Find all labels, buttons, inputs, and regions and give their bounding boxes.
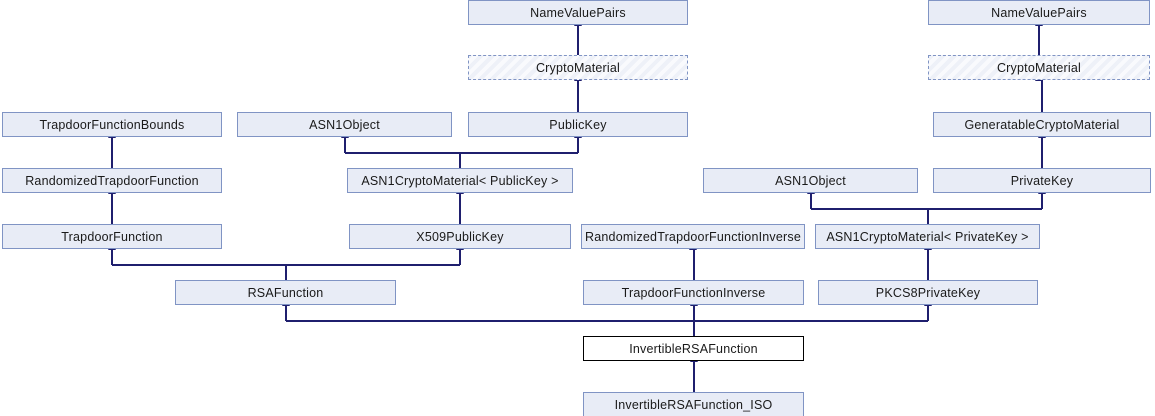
edge-line bbox=[344, 137, 346, 153]
class-node-label: NameValuePairs bbox=[991, 5, 1087, 20]
edge-line bbox=[111, 249, 113, 265]
edge-line bbox=[810, 193, 812, 209]
class-node-trapdoorfunction[interactable]: TrapdoorFunction bbox=[2, 224, 222, 249]
class-node-namevaluepairs-left[interactable]: NameValuePairs bbox=[468, 0, 688, 25]
class-node-label: X509PublicKey bbox=[416, 229, 504, 244]
edge-line bbox=[1041, 137, 1043, 168]
edge-line bbox=[285, 265, 287, 280]
class-node-asn1cryptomaterial-public[interactable]: ASN1CryptoMaterial< PublicKey > bbox=[347, 168, 573, 193]
edge-line bbox=[1041, 193, 1043, 209]
class-node-label: CryptoMaterial bbox=[996, 60, 1082, 75]
class-node-label: PublicKey bbox=[549, 117, 607, 132]
class-node-label: InvertibleRSAFunction_ISO bbox=[614, 397, 773, 412]
edge-line bbox=[285, 305, 287, 321]
class-node-trapdoorfunctionbounds[interactable]: TrapdoorFunctionBounds bbox=[2, 112, 222, 137]
class-node-randomizedtrapdoorfunction[interactable]: RandomizedTrapdoorFunction bbox=[2, 168, 222, 193]
class-node-invertiblersafunction[interactable]: InvertibleRSAFunction bbox=[583, 336, 804, 361]
class-node-label: TrapdoorFunctionBounds bbox=[39, 117, 185, 132]
class-node-label: TrapdoorFunction bbox=[61, 229, 163, 244]
class-node-label: InvertibleRSAFunction bbox=[629, 341, 758, 356]
class-node-label: ASN1CryptoMaterial< PublicKey > bbox=[361, 173, 559, 188]
edge-line bbox=[693, 305, 695, 321]
edge-line bbox=[1041, 80, 1043, 112]
class-node-label: NameValuePairs bbox=[530, 5, 626, 20]
edge-line bbox=[459, 153, 461, 168]
edge-line bbox=[693, 249, 695, 280]
class-node-x509publickey[interactable]: X509PublicKey bbox=[349, 224, 571, 249]
class-node-label: PrivateKey bbox=[1010, 173, 1074, 188]
class-node-trapdoorfunctioninverse[interactable]: TrapdoorFunctionInverse bbox=[583, 280, 804, 305]
edge-line bbox=[927, 249, 929, 280]
class-node-generatablecryptomaterial[interactable]: GeneratableCryptoMaterial bbox=[933, 112, 1151, 137]
class-node-asn1cryptomaterial-private[interactable]: ASN1CryptoMaterial< PrivateKey > bbox=[815, 224, 1040, 249]
edge-line bbox=[927, 305, 929, 321]
class-node-privatekey[interactable]: PrivateKey bbox=[933, 168, 1151, 193]
edge-line bbox=[927, 209, 929, 224]
edge-line bbox=[577, 137, 579, 153]
class-node-asn1object-left[interactable]: ASN1Object bbox=[237, 112, 452, 137]
edge-line bbox=[111, 137, 113, 168]
edge-line bbox=[459, 193, 461, 224]
class-node-publickey[interactable]: PublicKey bbox=[468, 112, 688, 137]
class-node-invertiblersafunction-iso[interactable]: InvertibleRSAFunction_ISO bbox=[583, 392, 804, 416]
class-node-label: TrapdoorFunctionInverse bbox=[621, 285, 766, 300]
edge-bus bbox=[811, 208, 1042, 210]
class-node-asn1object-right[interactable]: ASN1Object bbox=[703, 168, 918, 193]
class-node-cryptomaterial-right[interactable]: CryptoMaterial bbox=[928, 55, 1150, 80]
class-node-pkcs8privatekey[interactable]: PKCS8PrivateKey bbox=[818, 280, 1038, 305]
class-node-label: CryptoMaterial bbox=[535, 60, 621, 75]
class-node-label: PKCS8PrivateKey bbox=[875, 285, 981, 300]
class-node-rsafunction[interactable]: RSAFunction bbox=[175, 280, 396, 305]
edge-bus bbox=[345, 152, 578, 154]
class-node-label: RandomizedTrapdoorFunction bbox=[25, 173, 199, 188]
edge-line bbox=[577, 80, 579, 112]
class-node-namevaluepairs-right[interactable]: NameValuePairs bbox=[928, 0, 1150, 25]
edge-bus bbox=[286, 320, 928, 322]
edge-line bbox=[693, 321, 695, 336]
class-node-label: RandomizedTrapdoorFunctionInverse bbox=[585, 229, 801, 244]
edge-line bbox=[111, 193, 113, 224]
edge-line bbox=[577, 25, 579, 55]
class-node-label: RSAFunction bbox=[247, 285, 324, 300]
class-node-label: ASN1CryptoMaterial< PrivateKey > bbox=[826, 229, 1029, 244]
edge-line bbox=[459, 249, 461, 265]
class-node-label: GeneratableCryptoMaterial bbox=[964, 117, 1120, 132]
edge-line bbox=[1038, 25, 1040, 55]
edge-line bbox=[693, 361, 695, 392]
class-node-label: ASN1Object bbox=[309, 117, 380, 132]
class-node-randomizedtfinverse[interactable]: RandomizedTrapdoorFunctionInverse bbox=[581, 224, 805, 249]
class-node-cryptomaterial-left[interactable]: CryptoMaterial bbox=[468, 55, 688, 80]
class-node-label: ASN1Object bbox=[775, 173, 846, 188]
